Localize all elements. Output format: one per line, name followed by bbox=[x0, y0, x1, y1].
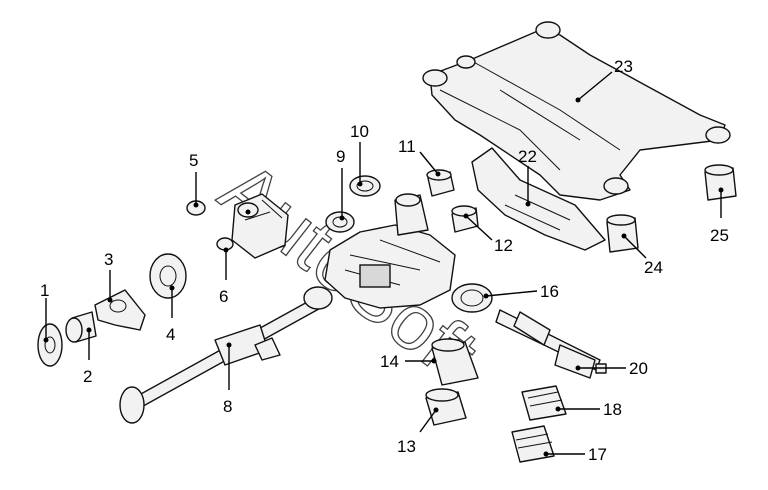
callout-7 bbox=[245, 209, 251, 215]
callout-10: 10 bbox=[350, 122, 369, 187]
callout-25-label: 25 bbox=[710, 226, 729, 245]
callout-18-label: 18 bbox=[603, 400, 622, 419]
callout-3: 3 bbox=[104, 250, 113, 303]
callout-24: 24 bbox=[621, 233, 663, 277]
callout-14: 14 bbox=[380, 352, 437, 371]
callout-6: 6 bbox=[219, 247, 229, 306]
callout-3-label: 3 bbox=[104, 250, 113, 269]
callout-4-label: 4 bbox=[166, 325, 175, 344]
subframe bbox=[422, 21, 731, 201]
boot-17 bbox=[511, 425, 555, 463]
bracket bbox=[471, 147, 606, 251]
callout-12-label: 12 bbox=[494, 236, 513, 255]
callout-2: 2 bbox=[83, 327, 92, 386]
callout-10-label: 10 bbox=[350, 122, 369, 141]
callout-5: 5 bbox=[189, 151, 199, 208]
driveshaft-8 bbox=[119, 286, 333, 424]
callout-23-label: 23 bbox=[614, 57, 633, 76]
callout-9-label: 9 bbox=[336, 147, 345, 166]
bushing-1 bbox=[37, 323, 63, 367]
mount-10 bbox=[349, 175, 381, 197]
callout-17-label: 17 bbox=[588, 445, 607, 464]
callout-20: 20 bbox=[575, 359, 648, 378]
bushing-25 bbox=[704, 164, 737, 201]
callout-8-label: 8 bbox=[223, 397, 232, 416]
callout-9: 9 bbox=[336, 147, 345, 221]
callout-22-label: 22 bbox=[518, 147, 537, 166]
bushing-2 bbox=[65, 311, 97, 343]
bracket-3 bbox=[94, 289, 146, 331]
boot-18 bbox=[521, 385, 567, 421]
callout-16-label: 16 bbox=[540, 282, 559, 301]
callout-20-label: 20 bbox=[629, 359, 648, 378]
callout-13-label: 13 bbox=[397, 437, 416, 456]
callout-1: 1 bbox=[40, 281, 49, 343]
callout-4: 4 bbox=[166, 285, 175, 344]
mount-11 bbox=[426, 169, 455, 197]
callout-1-label: 1 bbox=[40, 281, 49, 300]
callout-22: 22 bbox=[518, 147, 537, 207]
callout-12: 12 bbox=[463, 213, 513, 255]
callout-5-label: 5 bbox=[189, 151, 198, 170]
mount-9 bbox=[325, 211, 355, 233]
callout-24-label: 24 bbox=[644, 258, 663, 277]
callout-14-label: 14 bbox=[380, 352, 399, 371]
seal-16 bbox=[451, 283, 493, 313]
bushing-24 bbox=[606, 214, 639, 253]
callout-18: 18 bbox=[555, 400, 622, 419]
boot-14 bbox=[431, 338, 479, 386]
boot-13 bbox=[425, 388, 467, 426]
callout-25: 25 bbox=[710, 187, 729, 245]
callout-16: 16 bbox=[483, 282, 559, 301]
differential bbox=[324, 193, 456, 309]
callout-23: 23 bbox=[575, 57, 633, 103]
callout-11: 11 bbox=[398, 137, 441, 177]
bushing-4 bbox=[149, 253, 187, 299]
callout-2-label: 2 bbox=[83, 367, 92, 386]
callout-8: 8 bbox=[223, 342, 232, 416]
callout-6-label: 6 bbox=[219, 287, 228, 306]
callout-13: 13 bbox=[397, 407, 439, 456]
callout-11-label: 11 bbox=[398, 137, 416, 156]
mount-12 bbox=[451, 205, 479, 233]
callout-17: 17 bbox=[543, 445, 607, 464]
